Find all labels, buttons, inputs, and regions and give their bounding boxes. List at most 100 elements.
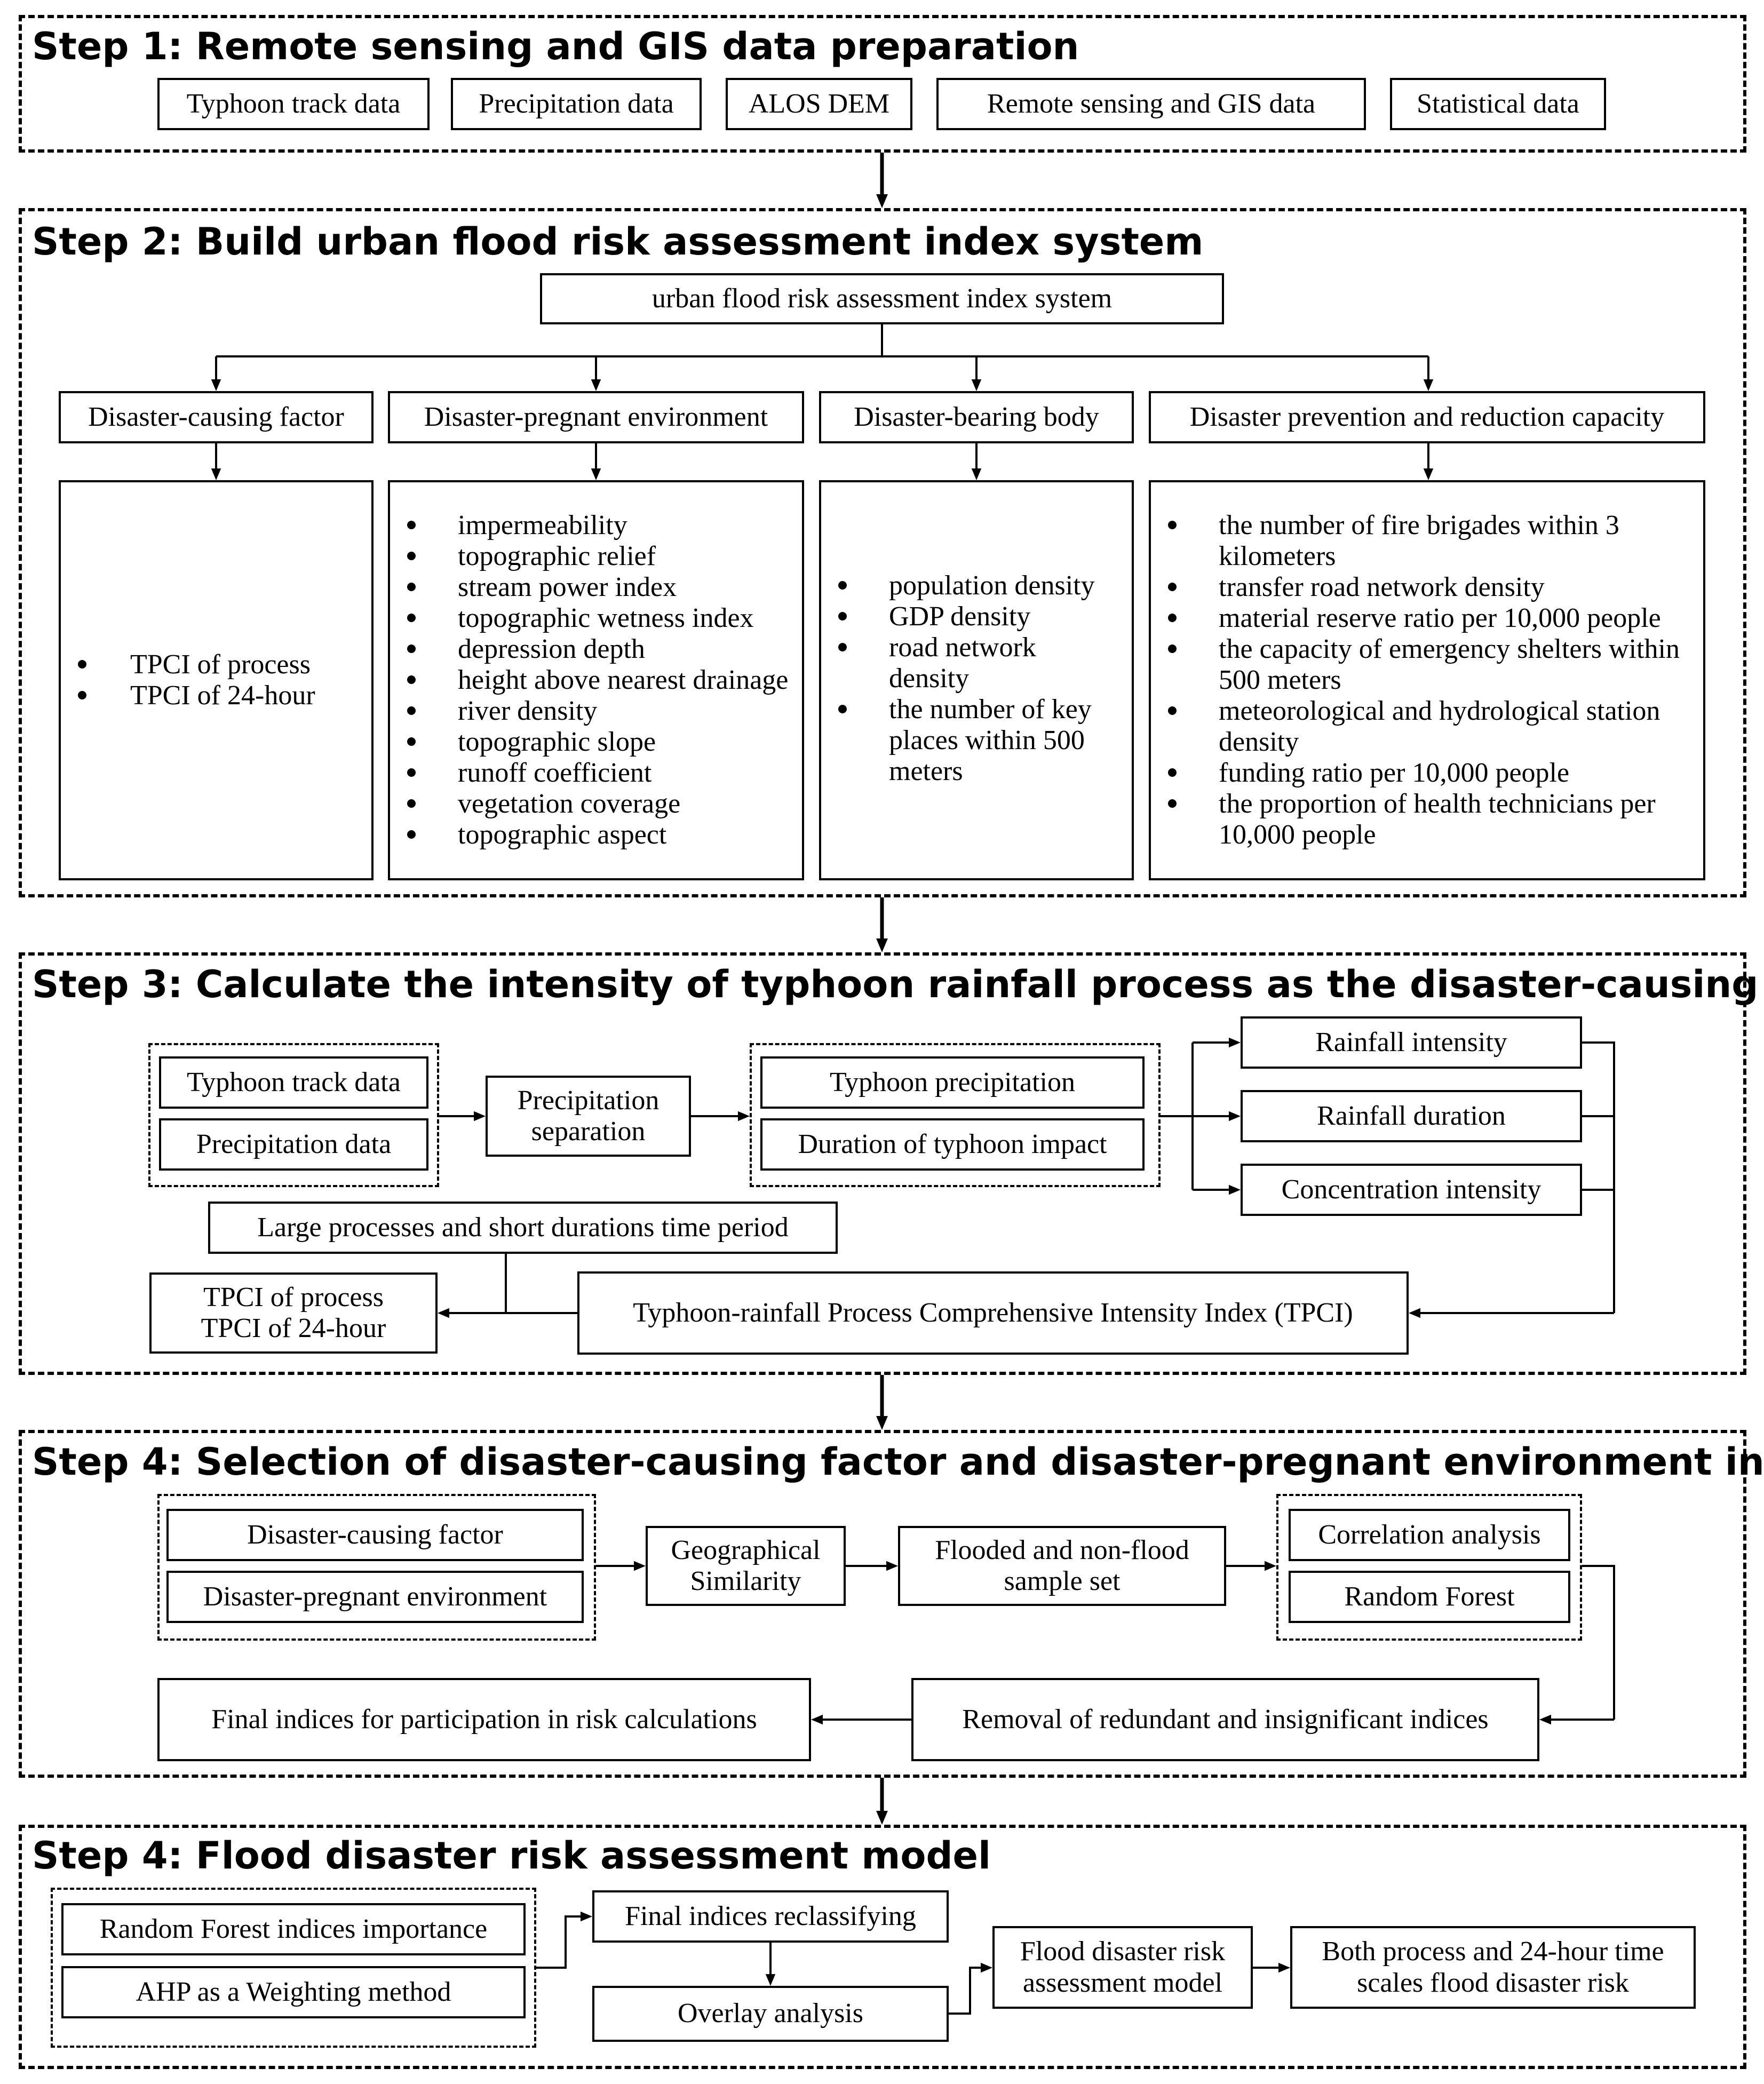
- arrow-model-result-head: [1278, 1962, 1290, 1973]
- index-item: GDP density: [821, 601, 1121, 632]
- random-forest: Random Forest: [1289, 1571, 1570, 1623]
- step1-item-rs-gis: Remote sensing and GIS data: [936, 78, 1366, 130]
- step5-frame: [19, 1825, 1746, 2069]
- step1-item-precipitation: Precipitation data: [451, 78, 702, 130]
- step5-title: Step 4: Flood disaster risk assessment m…: [32, 1834, 991, 1878]
- arrow-to-dcf-head: [211, 379, 221, 391]
- arrow-geo-sample-head: [886, 1561, 898, 1571]
- removal-redundant-indices: Removal of redundant and insignificant i…: [911, 1678, 1539, 1761]
- step2-title: Step 2: Build urban flood risk assessmen…: [32, 220, 1204, 264]
- collect-right: [1582, 1041, 1615, 1313]
- arrow-to-tpci-head: [1409, 1308, 1420, 1318]
- step3-title: Step 3: Calculate the intensity of typho…: [32, 963, 1764, 1006]
- geographical-similarity: Geographical Similarity: [646, 1526, 846, 1606]
- arrow-weights-reclass: [536, 1915, 582, 1969]
- tpci-index: Typhoon-rainfall Process Comprehensive I…: [577, 1271, 1409, 1355]
- index-item: the capacity of emergency shelters withi…: [1151, 634, 1693, 696]
- step3-precipitation-data: Precipitation data: [159, 1118, 428, 1171]
- overlay-analysis: Overlay analysis: [592, 1986, 949, 2042]
- category-disaster-causing-factor: Disaster-causing factor: [59, 391, 374, 443]
- step4-disaster-pregnant-environment: Disaster-pregnant environment: [166, 1571, 584, 1623]
- index-item: TPCI of 24-hour: [61, 680, 361, 711]
- correlation-analysis: Correlation analysis: [1289, 1509, 1570, 1561]
- arrow-separation-typhoon-head: [738, 1111, 750, 1121]
- ahp-weighting-method: AHP as a Weighting method: [61, 1966, 526, 2018]
- arrow-to-dbb-head: [971, 379, 982, 391]
- selection-down: [1582, 1565, 1615, 1720]
- index-item: material reserve ratio per 10,000 people: [1151, 603, 1693, 634]
- arrow-dbb-list-head: [971, 468, 982, 480]
- arrow-dpe-list-head: [591, 468, 601, 480]
- step4-selection-group: [1276, 1494, 1582, 1641]
- index-item: stream power index: [390, 572, 791, 603]
- arrow-weights-reclass-head: [581, 1911, 592, 1922]
- step2-frame: [19, 208, 1746, 897]
- final-indices: Final indices for participation in risk …: [157, 1678, 811, 1761]
- arrow-inputs-geo-head: [634, 1561, 646, 1571]
- arrow-to-dprc-head: [1423, 379, 1434, 391]
- indices-disaster-causing-factor: TPCI of process TPCI of 24-hour: [59, 480, 374, 880]
- index-item: depression depth: [390, 634, 791, 665]
- flood-risk-result: Both process and 24-hour time scales flo…: [1290, 1926, 1696, 2009]
- step3-typhoon-track-data: Typhoon track data: [159, 1056, 428, 1109]
- arrow-to-concentration-head: [1229, 1184, 1241, 1195]
- duration-of-typhoon-impact: Duration of typhoon impact: [760, 1118, 1145, 1171]
- step1-item-typhoon-track: Typhoon track data: [157, 78, 430, 130]
- indices-disaster-pregnant-environment: impermeability topographic relief stream…: [388, 480, 804, 880]
- step3-typhoon-group: [750, 1043, 1161, 1187]
- category-disaster-bearing-body: Disaster-bearing body: [819, 391, 1134, 443]
- flooded-sample-set: Flooded and non-flood sample set: [898, 1526, 1226, 1606]
- step4-input-group: [157, 1494, 596, 1641]
- arrow-inputs-separation-head: [474, 1111, 486, 1121]
- arrow-to-duration-head: [1229, 1111, 1241, 1121]
- precipitation-separation: Precipitation separation: [486, 1076, 691, 1157]
- category-disaster-pregnant-environment: Disaster-pregnant environment: [388, 391, 804, 443]
- arrow-dprc-list-head: [1423, 468, 1434, 480]
- index-item: topographic wetness index: [390, 603, 791, 634]
- arrow-overlay-model-head: [981, 1962, 992, 1973]
- index-item: topographic relief: [390, 541, 791, 572]
- arrow-to-dpe-head: [591, 379, 601, 391]
- step1-item-alos-dem: ALOS DEM: [726, 78, 912, 130]
- step4-disaster-causing-factor: Disaster-causing factor: [166, 1509, 584, 1561]
- arrow-sample-selection-head: [1265, 1561, 1276, 1571]
- index-item: river density: [390, 696, 791, 727]
- step5-weighting-group: [51, 1888, 536, 2048]
- indices-prevention-capacity: the number of fire brigades within 3 kil…: [1149, 480, 1705, 880]
- step1-title: Step 1: Remote sensing and GIS data prep…: [32, 25, 1079, 68]
- index-item: funding ratio per 10,000 people: [1151, 758, 1693, 789]
- step4-frame: [19, 1430, 1746, 1778]
- concentration-intensity: Concentration intensity: [1241, 1164, 1582, 1216]
- arrow-removal-final-head: [811, 1714, 823, 1725]
- step3-frame: [19, 952, 1746, 1375]
- arrow-overlay-model: [949, 1967, 982, 2015]
- arrow-reclass-overlay-head: [765, 1974, 776, 1986]
- arrow-step4-step5-head: [876, 1811, 888, 1825]
- arrow-dcf-list-head: [211, 468, 221, 480]
- tpci-outputs: TPCI of process TPCI of 24-hour: [149, 1272, 438, 1354]
- index-item: road network density: [821, 632, 1121, 694]
- typhoon-precipitation: Typhoon precipitation: [760, 1056, 1145, 1109]
- arrow-step2-step3-head: [876, 938, 888, 952]
- arrow-step1-step2-head: [876, 194, 888, 208]
- index-item: topographic aspect: [390, 820, 791, 850]
- index-item: population density: [821, 570, 1121, 601]
- category-prevention-capacity: Disaster prevention and reduction capaci…: [1149, 391, 1705, 443]
- step1-item-statistical: Statistical data: [1390, 78, 1606, 130]
- step3-input-group: [148, 1043, 439, 1187]
- index-item: height above nearest drainage: [390, 665, 791, 696]
- index-system-root: urban flood risk assessment index system: [540, 273, 1224, 324]
- final-indices-reclassifying: Final indices reclassifying: [592, 1890, 949, 1943]
- index-item: runoff coefficient: [390, 758, 791, 789]
- index-item: transfer road network density: [1151, 572, 1693, 603]
- index-item: the number of key places within 500 mete…: [821, 694, 1121, 787]
- index-item: the number of fire brigades within 3 kil…: [1151, 510, 1693, 572]
- step4-title: Step 4: Selection of disaster-causing fa…: [32, 1440, 1764, 1484]
- rainfall-duration: Rainfall duration: [1241, 1090, 1582, 1142]
- rainfall-intensity: Rainfall intensity: [1241, 1016, 1582, 1069]
- index-item: TPCI of process: [61, 649, 361, 680]
- arrow-to-intensity-head: [1229, 1037, 1241, 1048]
- arrow-tpci-output-head: [438, 1308, 449, 1318]
- large-processes-short-durations: Large processes and short durations time…: [208, 1202, 838, 1254]
